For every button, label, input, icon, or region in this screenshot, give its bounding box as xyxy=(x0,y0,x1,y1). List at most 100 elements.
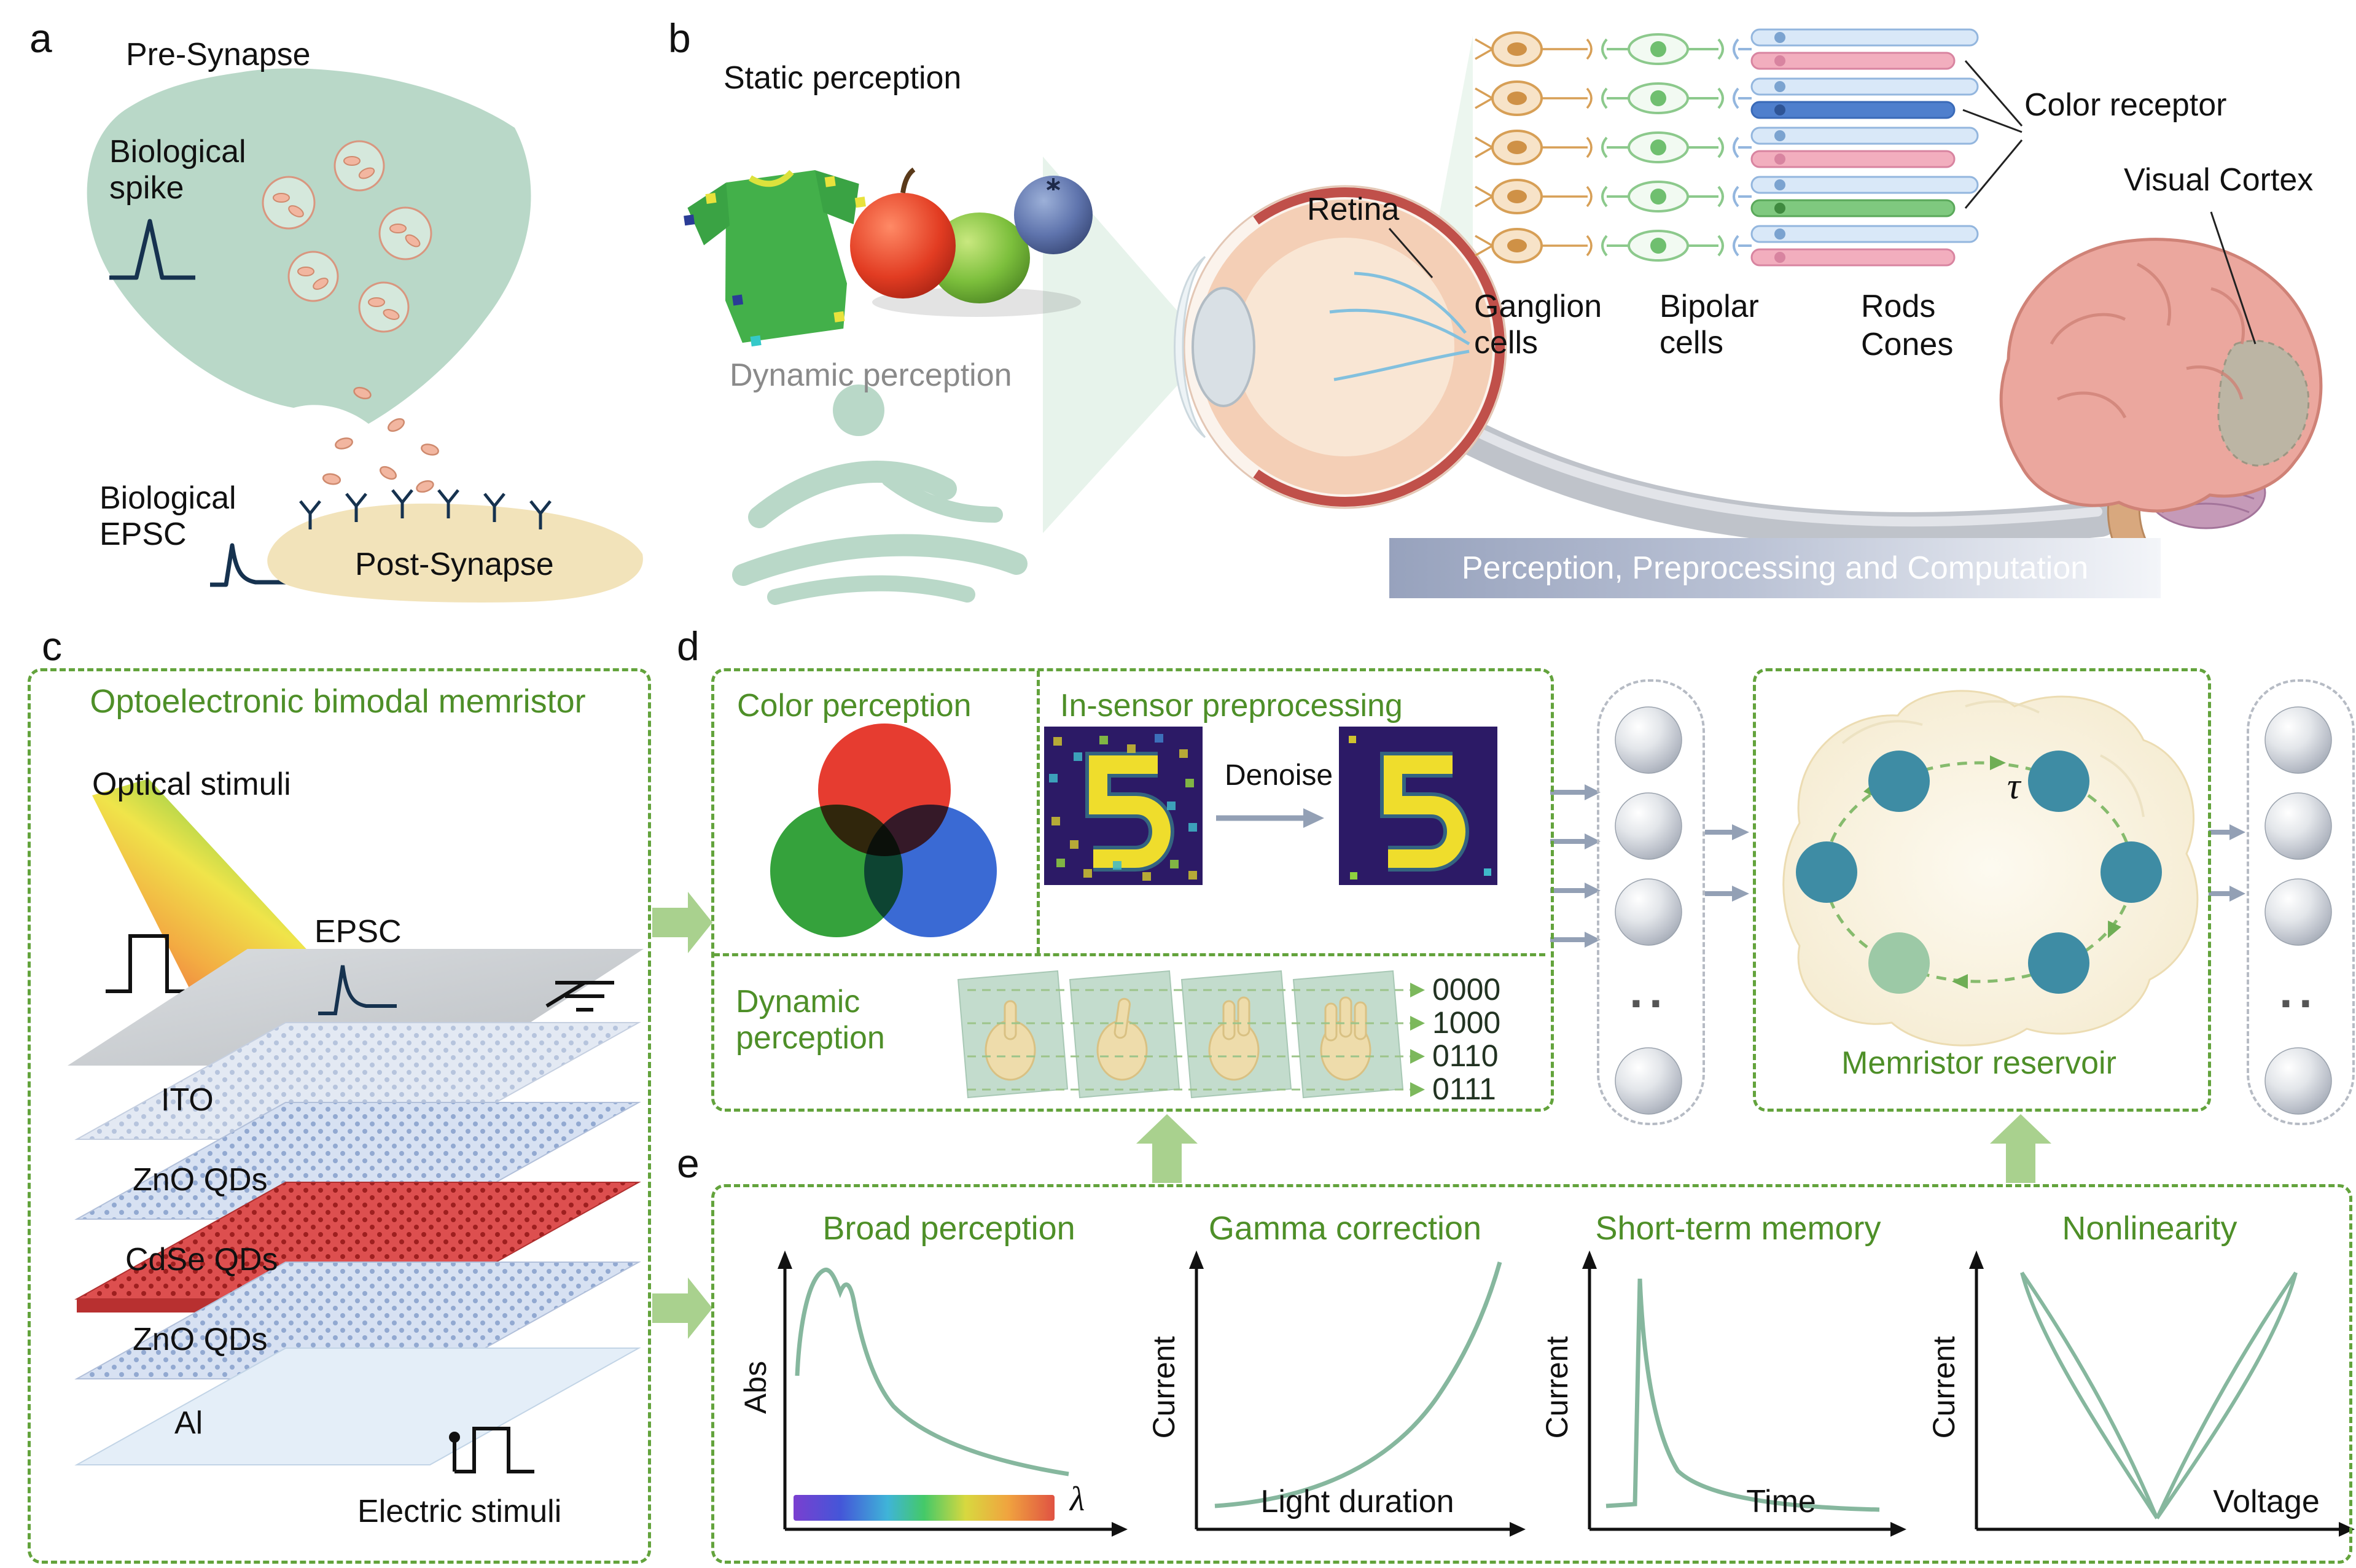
flow-arrows xyxy=(652,892,2051,1339)
panel-letter-b: b xyxy=(668,15,691,61)
current-axis-label-nonlin: Current xyxy=(1927,1336,1961,1439)
output-ellipsis: ·· xyxy=(2279,976,2319,1030)
noisy-digit-image xyxy=(1044,727,1203,885)
electric-stimuli-symbol xyxy=(449,1427,534,1473)
panel-letter-d: d xyxy=(677,623,700,669)
memristor-reservoir-label: Memristor reservoir xyxy=(1841,1045,2116,1081)
nonlinearity-title: Nonlinearity xyxy=(2062,1210,2237,1247)
nonlinearity-plot xyxy=(1969,1250,2355,1537)
panel-c-box xyxy=(28,668,651,1564)
biological-epsc-label: Biological EPSC xyxy=(99,480,236,553)
arrows-d-to-input-nodes xyxy=(1550,784,1601,948)
optical-stimuli-label: Optical stimuli xyxy=(92,766,291,802)
biological-epsc-waveform xyxy=(210,543,289,587)
color-receptor-label: Color receptor xyxy=(2024,87,2227,123)
retina-row xyxy=(1475,176,1979,217)
visual-cortex-region xyxy=(2217,340,2310,467)
optical-pulse-waveform xyxy=(106,934,192,993)
vesicle-contents xyxy=(273,156,421,320)
retina-cells-diagram xyxy=(1475,28,2023,267)
broad-perception-plot xyxy=(778,1250,1128,1537)
optic-nerve-cable xyxy=(1422,403,2118,548)
arrow-e-to-reservoir xyxy=(1990,1114,2051,1183)
electric-stimuli-label: Electric stimuli xyxy=(357,1494,562,1529)
running-person-pictogram xyxy=(732,384,1028,605)
layer-cdse-label: CdSe QDs xyxy=(125,1242,278,1277)
cornea xyxy=(1174,255,1206,439)
lambda-axis-label: λ xyxy=(1070,1480,1085,1518)
gesture-code-1: 0000 xyxy=(1432,972,1501,1007)
layer-al-label: Al xyxy=(174,1405,203,1441)
panel-letter-c: c xyxy=(42,623,62,669)
current-axis-label-stm: Current xyxy=(1540,1336,1574,1439)
apple-fruit xyxy=(850,193,956,298)
input-ellipsis: ·· xyxy=(1629,976,1669,1030)
short-term-memory-plot xyxy=(1582,1250,1906,1537)
blueberry-calyx xyxy=(1046,178,1061,190)
panel-c-device-illustration xyxy=(68,779,644,1473)
ganglion-cells-label: Ganglion cells xyxy=(1474,289,1602,361)
layer-ito-label: ITO xyxy=(161,1082,214,1118)
hysteresis-curve xyxy=(2020,1271,2298,1519)
synaptic-vesicles xyxy=(262,140,432,333)
layer-zno-bottom-label: ZnO QDs xyxy=(133,1322,268,1357)
current-axis-label-gamma: Current xyxy=(1147,1336,1181,1439)
perception-banner: Perception, Preprocessing and Computatio… xyxy=(1389,538,2161,598)
gamma-correction-plot xyxy=(1189,1250,1526,1537)
color-perception-label: Color perception xyxy=(737,688,972,724)
biological-spike-label: Biological spike xyxy=(109,134,246,206)
post-synapse-label: Post-Synapse xyxy=(355,547,554,582)
cones-label: Cones xyxy=(1861,327,1954,362)
voltage-axis-label: Voltage xyxy=(2213,1484,2320,1519)
visual-cortex-pointer-line xyxy=(2210,211,2257,345)
in-sensor-preprocessing-label: In-sensor preprocessing xyxy=(1060,688,1403,724)
gesture-line-arrowheads xyxy=(1410,983,1425,1097)
retinal-vessels xyxy=(1329,271,1470,381)
biological-spike-waveform xyxy=(109,219,195,280)
eye-illustration xyxy=(1174,185,1507,509)
pre-synapse-label: Pre-Synapse xyxy=(126,37,311,72)
arrow-c-to-e xyxy=(652,1277,712,1339)
retina-label: Retina xyxy=(1307,192,1400,227)
layer-al-plate xyxy=(74,1348,641,1465)
time-axis-label: Time xyxy=(1746,1484,1816,1519)
dynamic-perception-label-d: Dynamic perception xyxy=(736,984,885,1056)
pre-synapse-blob xyxy=(87,68,531,424)
decay-curve xyxy=(1605,1278,1880,1512)
panel-d-vertical-divider xyxy=(1037,671,1040,953)
memristor-reservoir-box xyxy=(1753,668,2211,1112)
apple-stem xyxy=(900,167,916,193)
retina-row xyxy=(1475,127,1979,168)
panel-b-vision-illustration xyxy=(684,28,2323,605)
color-receptor-pointer-lines xyxy=(1962,60,2023,209)
retina-row xyxy=(1475,77,1979,119)
denoise-label: Denoise xyxy=(1225,759,1333,792)
panel-d-box xyxy=(711,668,1554,1112)
reservoir-nodes xyxy=(1796,751,2162,994)
gesture-frames xyxy=(957,970,1404,1099)
retina-row xyxy=(1475,225,1979,267)
brain-illustration xyxy=(1999,238,2323,558)
arrows-reservoir-to-output xyxy=(2209,824,2245,902)
eye-lens xyxy=(1192,287,1255,407)
abs-axis-label: Abs xyxy=(738,1360,773,1414)
denoise-arrow xyxy=(1216,808,1324,828)
panel-d-processing-illustration xyxy=(770,690,2332,1115)
postsynaptic-receptors xyxy=(299,489,552,529)
epsc-spike-waveform xyxy=(318,965,397,1015)
gesture-code-2: 1000 xyxy=(1432,1005,1501,1040)
panel-a-synapse-illustration xyxy=(87,68,643,603)
panel-c-title: Optoelectronic bimodal memristor xyxy=(90,683,586,720)
static-perception-label: Static perception xyxy=(724,60,962,96)
arrows-input-to-reservoir xyxy=(1705,824,1749,902)
panel-e-characteristics-plots xyxy=(778,1250,2355,1537)
layer-zno-top-label: ZnO QDs xyxy=(133,1162,268,1198)
ground-symbol xyxy=(545,981,614,1012)
visual-cortex-label: Visual Cortex xyxy=(2124,162,2314,198)
light-duration-axis-label: Light duration xyxy=(1260,1484,1454,1519)
rgb-color-circles xyxy=(770,724,997,937)
denoised-digit-image xyxy=(1339,727,1497,885)
panel-e-box xyxy=(711,1184,2352,1564)
